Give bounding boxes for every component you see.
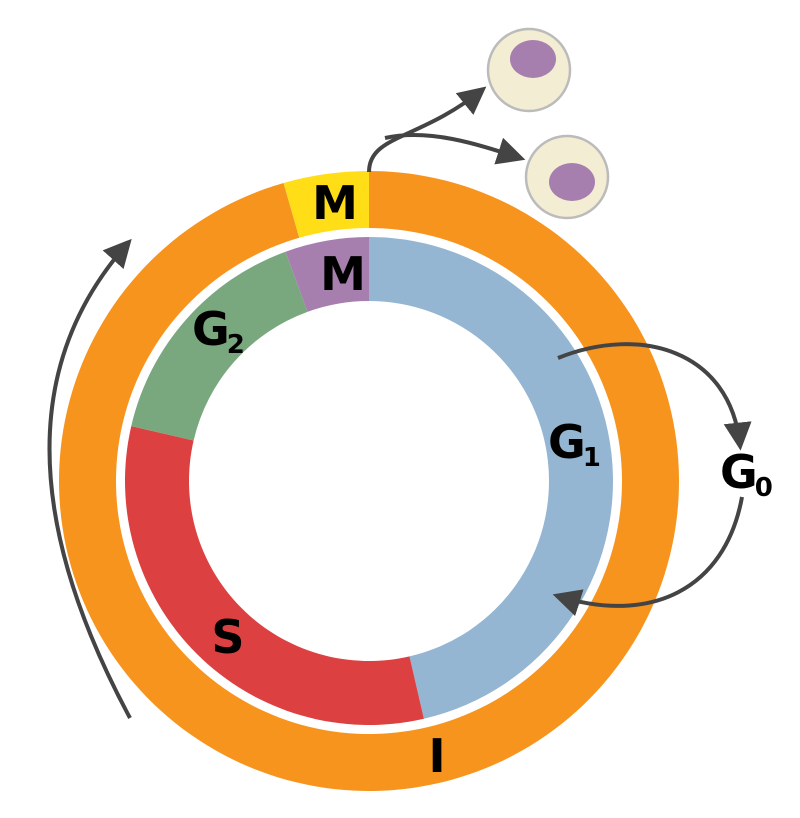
mitosis-outer-segment [283, 171, 369, 238]
g1-phase-label: G1 [548, 415, 601, 473]
m-phase-inner-label: M [320, 247, 366, 301]
g2-phase-label: G2 [192, 302, 245, 360]
g2-phase-segment [131, 251, 308, 441]
cycle-direction-arrow [47, 238, 132, 719]
daughter-cell-upper [486, 27, 572, 113]
g1-to-g0-arrow [557, 342, 752, 451]
g1-phase-segment [369, 237, 613, 719]
s-phase-label: S [211, 610, 244, 664]
s-phase-segment [125, 426, 424, 725]
m-phase-inner-segment [285, 237, 369, 312]
nucleus-icon [510, 40, 556, 78]
division-lower-arrow [384, 133, 526, 165]
division-split-stem-arrow [367, 86, 487, 173]
interphase-label: I [428, 729, 445, 783]
nucleus-icon [549, 163, 595, 201]
mitosis-outer-label: M [312, 176, 358, 230]
g0-to-g1-arrow [552, 496, 744, 617]
g0-phase-label: G0 [720, 445, 773, 503]
daughter-cell-lower [524, 134, 610, 220]
